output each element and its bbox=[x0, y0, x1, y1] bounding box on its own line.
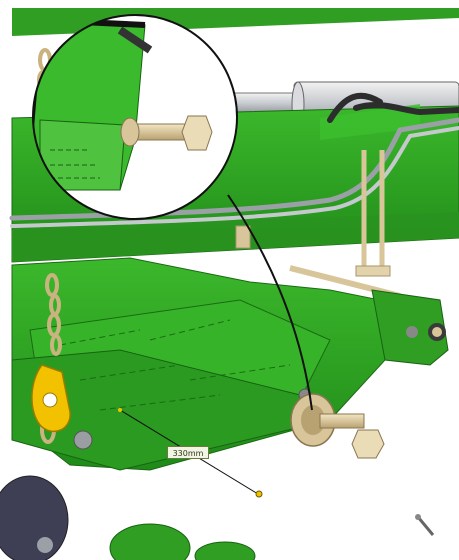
u-bolts bbox=[355, 150, 391, 277]
disc-blades bbox=[0, 475, 256, 560]
callout-connector bbox=[227, 194, 313, 411]
mounting-plate bbox=[235, 225, 251, 249]
measurement-label: 330mm bbox=[167, 446, 209, 459]
yellow-hook bbox=[31, 364, 71, 433]
loose-pin bbox=[415, 514, 435, 536]
detail-callout bbox=[32, 14, 238, 220]
hitch-pin bbox=[290, 393, 385, 459]
